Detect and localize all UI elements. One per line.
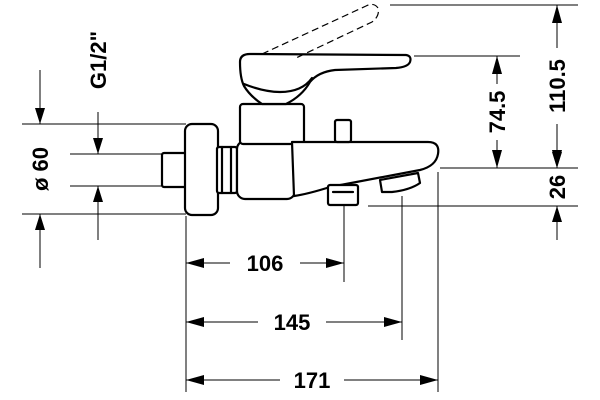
label-106: 106 [247, 251, 284, 276]
cartridge-housing [238, 102, 306, 146]
connector-collar [215, 145, 239, 195]
label-thread: G1/2" [86, 31, 111, 89]
shower-outlet [326, 183, 360, 207]
label-74-5: 74.5 [485, 91, 510, 134]
spout [290, 140, 440, 198]
mixer-outline [160, 3, 440, 217]
label-145: 145 [274, 310, 311, 335]
label-110-5: 110.5 [545, 59, 570, 113]
dimension-labels: ø 60 G1/2" 106 145 171 74.5 110.5 26 [28, 31, 570, 393]
label-diameter: ø 60 [28, 147, 53, 191]
escutcheon-flange [183, 122, 220, 217]
extension-lines [22, 4, 578, 392]
diverter-knob [333, 118, 353, 144]
dimension-lines [35, 5, 562, 385]
aerator [378, 171, 422, 194]
lever-raised-outline [261, 3, 379, 59]
mixer-body [235, 139, 297, 201]
wall-nut [160, 151, 188, 189]
label-26: 26 [545, 175, 570, 199]
label-171: 171 [294, 368, 331, 393]
lever-handle [238, 52, 412, 106]
